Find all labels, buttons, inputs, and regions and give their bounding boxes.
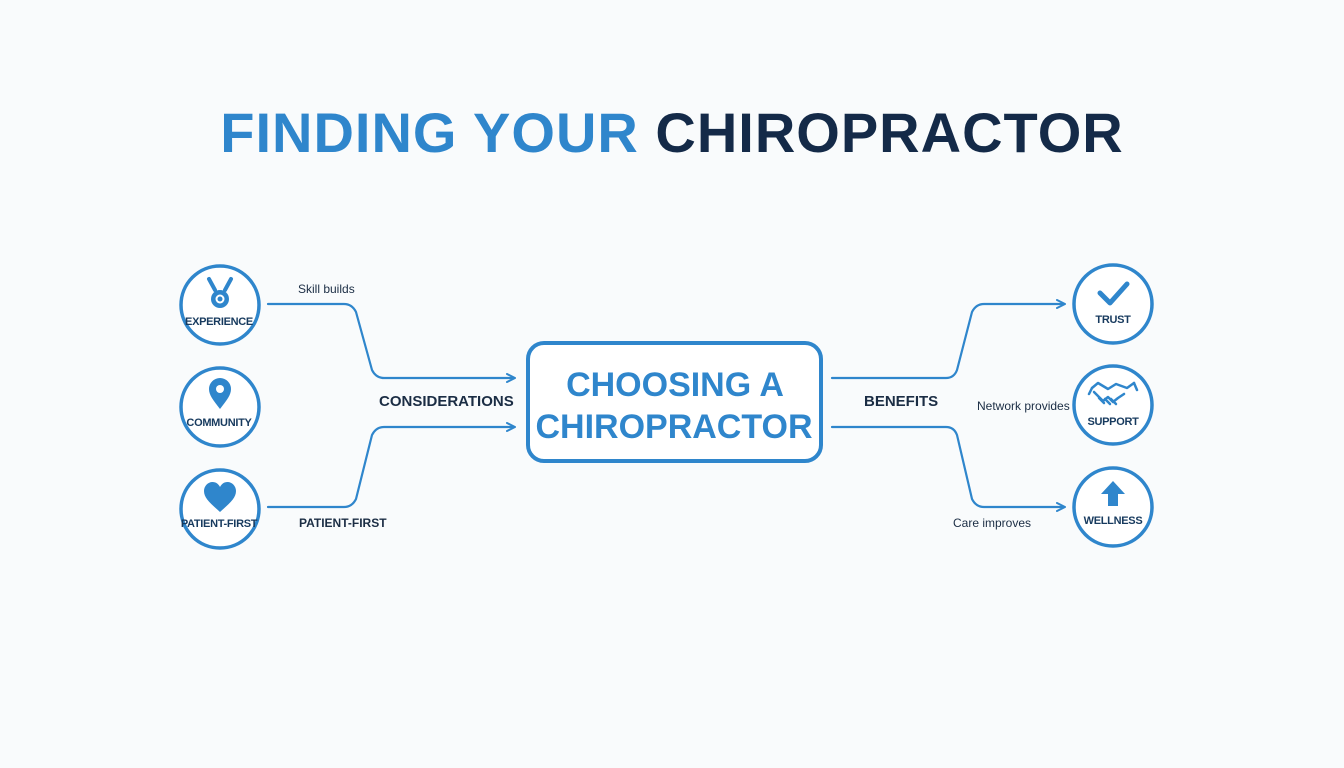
flow-label-skill-builds: Skill builds [298,282,355,296]
connector-experience [266,302,516,383]
node-label-experience: EXPERIENCE [185,316,253,328]
center-line-2: CHIROPRACTOR [535,408,812,446]
node-wellness: WELLNESS [1072,466,1154,548]
heart-icon [204,482,236,512]
node-trust: TRUST [1072,263,1154,345]
title-part-2: CHIROPRACTOR [655,101,1124,164]
flow-label-benefits: BENEFITS [864,393,938,410]
node-community: COMMUNITY [179,366,261,448]
flow-label-network-provides: Network provides [977,399,1070,413]
arrow-up-icon [1101,481,1125,506]
node-label-support: SUPPORT [1087,416,1139,428]
connector-wellness [830,425,1066,512]
node-label-wellness: WELLNESS [1084,515,1143,527]
handshake-icon [1087,381,1139,406]
checkmark-icon [1097,281,1130,306]
node-patient-first: PATIENT-FIRST [179,468,261,550]
connector-patient-first [266,422,516,509]
title-part-1: FINDING YOUR [220,101,639,164]
center-box [526,341,823,463]
flow-label-considerations: CONSIDERATIONS [379,393,514,410]
node-label-patient-first: PATIENT-FIRST [181,518,258,530]
medal-icon [207,277,233,308]
center-line-1: CHOOSING A [566,366,784,404]
flow-label-patient-first: PATIENT-FIRST [299,516,387,530]
connector-trust [830,299,1066,380]
page-title: FINDING YOUR CHIROPRACTOR [0,100,1344,166]
node-label-community: COMMUNITY [186,417,252,429]
node-experience: EXPERIENCE [179,264,261,346]
flow-label-care-improves: Care improves [953,516,1031,530]
node-label-trust: TRUST [1095,314,1131,326]
node-support: SUPPORT [1072,364,1154,446]
map-pin-icon [209,378,231,409]
